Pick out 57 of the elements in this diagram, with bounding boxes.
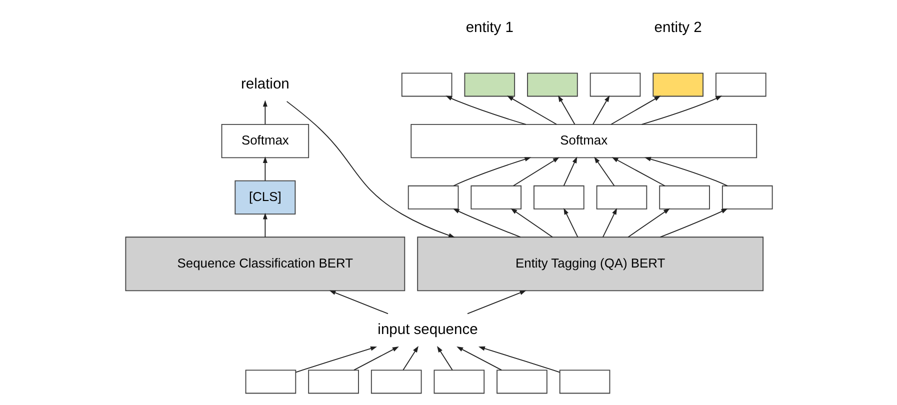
arrow — [602, 208, 617, 238]
node-box — [558, 370, 610, 394]
node-box — [308, 370, 358, 394]
arrow — [510, 208, 553, 238]
arrow — [640, 96, 722, 125]
label: entity 2 — [654, 20, 702, 36]
arrow — [478, 346, 560, 373]
node-text: input sequence — [377, 322, 478, 338]
node-box — [589, 72, 640, 97]
arrow — [594, 156, 614, 186]
arrow — [436, 346, 452, 371]
node-box — [244, 370, 296, 394]
node-box — [652, 72, 703, 97]
arrow — [402, 346, 418, 371]
node-box: Softmax — [410, 124, 757, 158]
node-box: Entity Tagging (QA) BERT — [416, 236, 764, 292]
arrow — [353, 346, 398, 371]
arrow — [659, 208, 728, 238]
arrow — [627, 208, 670, 238]
node-box — [715, 72, 766, 97]
arrow — [562, 156, 577, 186]
arrow — [445, 96, 526, 125]
arrow — [506, 96, 557, 125]
node-box — [658, 185, 710, 210]
arrow — [466, 290, 526, 314]
arrow — [452, 208, 520, 238]
arrow — [452, 157, 531, 186]
node-box: Softmax — [220, 124, 309, 158]
arrow — [610, 96, 660, 125]
arrow — [512, 157, 559, 186]
node-box: [CLS] — [234, 180, 296, 214]
node-box — [721, 185, 772, 210]
node-box — [533, 185, 584, 210]
node-box — [407, 185, 458, 210]
arrow — [294, 346, 377, 373]
arrow — [563, 208, 578, 238]
node-box — [464, 72, 515, 97]
node-box: Sequence Classification BERT — [124, 236, 405, 292]
arrow — [262, 212, 267, 238]
arrow — [262, 100, 267, 125]
node-box — [496, 370, 547, 394]
node-box — [596, 185, 647, 210]
node-box — [370, 370, 422, 394]
arrow — [558, 95, 575, 125]
arrow — [456, 346, 502, 371]
arrow — [644, 156, 728, 186]
node-box — [526, 72, 578, 97]
label: entity 1 — [465, 20, 513, 36]
arrow — [328, 290, 388, 314]
arrow — [262, 156, 267, 182]
arrow — [592, 95, 610, 125]
node-text: relation — [240, 76, 289, 92]
node-box — [470, 185, 522, 210]
arrow — [611, 157, 665, 186]
arrow — [286, 100, 455, 238]
node-box — [433, 370, 484, 394]
node-box — [400, 72, 452, 97]
